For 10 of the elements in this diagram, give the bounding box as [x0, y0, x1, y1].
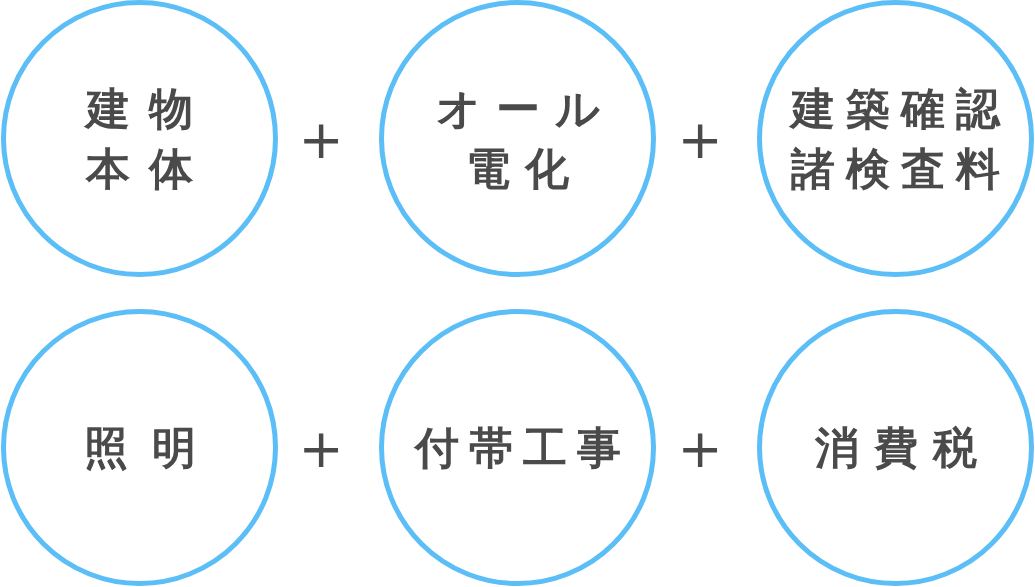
circle-label: 付帯工事 [413, 420, 632, 475]
circle-label: オール電化 [434, 81, 615, 196]
circle-label: 建築確認諸検査料 [788, 81, 1012, 196]
circle-label: 消費税 [813, 420, 993, 475]
circle-label: 照明 [82, 420, 221, 475]
plus-sign: + [298, 422, 344, 476]
plus-sign: + [677, 422, 723, 476]
plus-sign: + [298, 113, 344, 167]
circle-label: 建物本体 [83, 81, 212, 196]
plus-sign: + [677, 113, 723, 167]
